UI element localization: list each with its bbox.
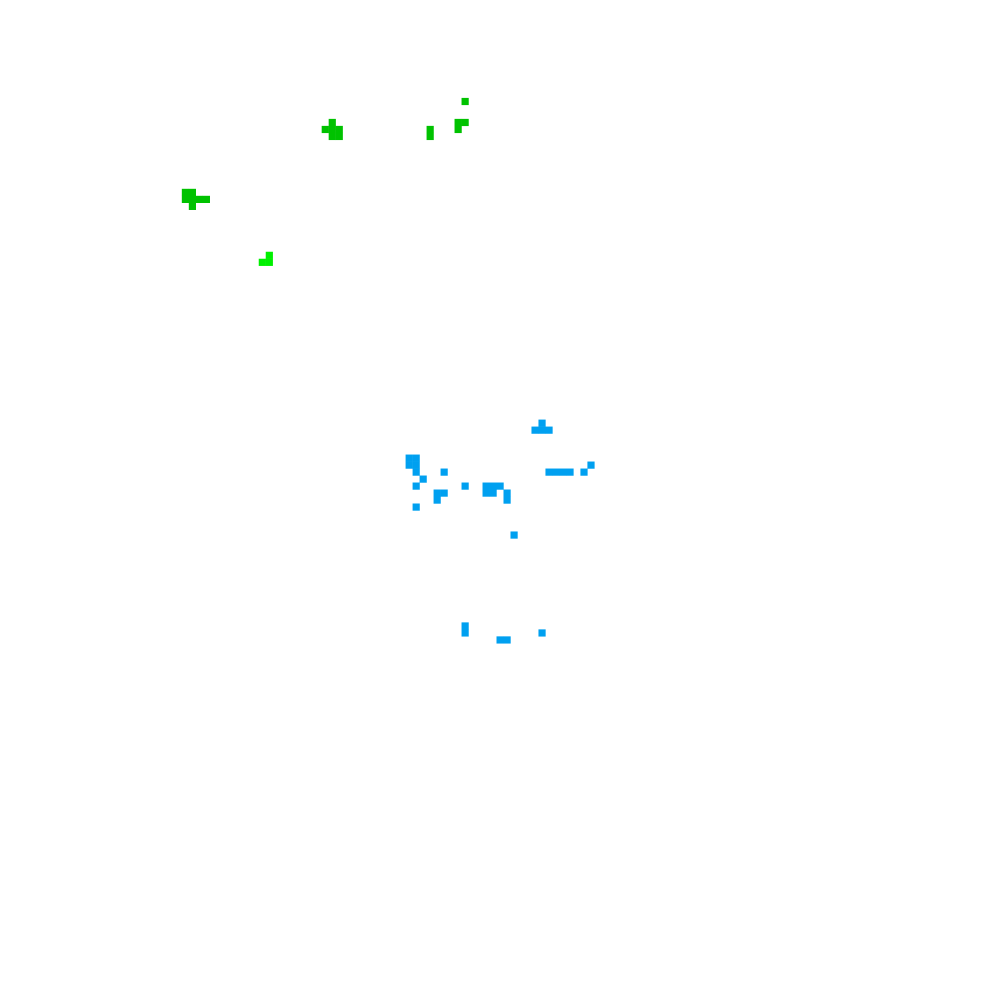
live-cell bbox=[496, 636, 504, 644]
green-bright-cluster bbox=[258, 251, 273, 266]
live-cell bbox=[461, 622, 469, 630]
live-cell bbox=[545, 426, 553, 434]
live-cell bbox=[426, 132, 434, 141]
live-cell bbox=[482, 482, 490, 490]
live-cell bbox=[328, 132, 336, 141]
live-cell bbox=[461, 118, 469, 127]
live-cell bbox=[461, 629, 469, 637]
green-plus-cluster bbox=[321, 118, 343, 141]
live-cell bbox=[419, 475, 427, 483]
live-cell bbox=[566, 468, 574, 476]
live-cell bbox=[328, 118, 336, 127]
live-cell bbox=[433, 496, 441, 504]
live-cell bbox=[335, 132, 343, 141]
green-cluster-top bbox=[426, 97, 469, 141]
blue-cluster-bottom bbox=[461, 622, 546, 644]
live-cell bbox=[181, 195, 190, 203]
live-cell bbox=[202, 195, 210, 203]
live-cell bbox=[454, 125, 462, 134]
live-cell bbox=[258, 258, 266, 266]
live-cell bbox=[461, 97, 469, 106]
live-cell bbox=[559, 468, 567, 476]
live-cell bbox=[580, 468, 588, 476]
live-cell bbox=[538, 419, 546, 427]
live-cell bbox=[538, 629, 546, 637]
live-cell bbox=[195, 195, 203, 203]
live-cell bbox=[405, 454, 413, 462]
live-cell bbox=[188, 195, 197, 203]
live-cell bbox=[489, 482, 497, 490]
cells-layer bbox=[181, 97, 595, 644]
live-cell bbox=[321, 125, 329, 134]
live-cell bbox=[412, 461, 420, 469]
live-cell bbox=[531, 426, 539, 434]
live-cell bbox=[440, 489, 448, 497]
live-cell bbox=[412, 468, 420, 476]
green-cluster-left bbox=[181, 188, 210, 210]
blue-cluster-main bbox=[405, 419, 595, 539]
live-cell bbox=[426, 125, 434, 134]
live-cell bbox=[454, 118, 462, 127]
live-cell bbox=[440, 468, 448, 476]
live-cell bbox=[545, 468, 553, 476]
live-cell bbox=[461, 482, 469, 490]
live-cell bbox=[412, 454, 420, 462]
live-cell bbox=[433, 489, 441, 497]
live-cell bbox=[405, 461, 413, 469]
live-cell bbox=[335, 125, 343, 134]
live-cell bbox=[503, 489, 511, 497]
live-cell bbox=[489, 489, 497, 497]
live-cell bbox=[188, 188, 197, 197]
live-cell bbox=[265, 251, 273, 259]
live-cell bbox=[496, 482, 504, 490]
live-cell bbox=[265, 258, 273, 266]
live-cell bbox=[587, 461, 595, 469]
live-cell bbox=[181, 188, 190, 197]
live-cell bbox=[538, 426, 546, 434]
live-cell bbox=[412, 482, 420, 490]
live-cell bbox=[503, 496, 511, 504]
live-cell bbox=[412, 503, 420, 511]
live-cell bbox=[503, 636, 511, 644]
live-cell bbox=[328, 125, 336, 134]
live-cell bbox=[510, 531, 518, 539]
live-cell bbox=[482, 489, 490, 497]
live-cell bbox=[552, 468, 560, 476]
live-cell bbox=[188, 202, 197, 210]
